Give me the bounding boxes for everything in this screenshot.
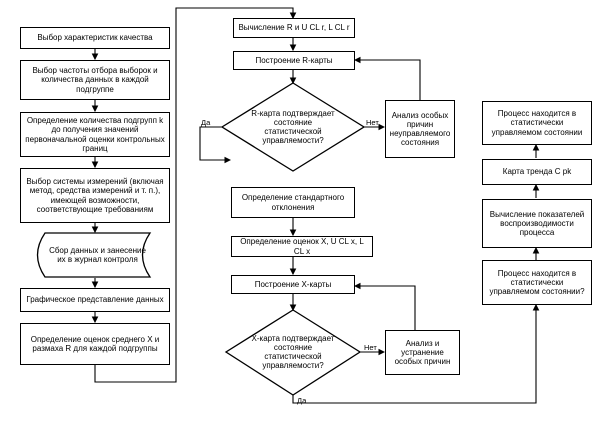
std-deviation-box: Определение стандартного отклонения	[231, 187, 355, 218]
data-collection-label: Сбор данных и занесение их в журнал конт…	[49, 245, 146, 264]
capability-calc-box: Вычисление показателей воспроизводимости…	[482, 199, 592, 248]
process-controlled-box: Процесс находится в статистически управл…	[482, 101, 592, 145]
quality-characteristics-box: Выбор характеристик качества	[20, 27, 170, 49]
x-yes-label: Да	[297, 396, 307, 405]
r-yes-label: Да	[201, 118, 211, 127]
calc-r-limits-box: Вычисление R и U CL r, L CL r	[233, 18, 355, 38]
graphical-representation-box: Графическое представление данных	[20, 288, 170, 312]
r-no-label: Нет	[366, 118, 379, 127]
build-r-chart-box: Построение R-карты	[233, 51, 355, 70]
subgroup-count-box: Определение количества подгрупп k до пол…	[20, 112, 170, 157]
x-no-label: Нет	[364, 343, 377, 352]
sampling-frequency-box: Выбор частоты отбора выборок и количеств…	[20, 60, 170, 100]
r-special-causes-box: Анализ особых причин неуправляемого сост…	[385, 100, 455, 158]
x-estimates-box: Определение оценок X, U CL x, L CL x	[231, 236, 373, 257]
r-chart-decision: R-карта подтверждает состояние статистич…	[251, 108, 335, 146]
build-x-chart-box: Построение X-карты	[231, 275, 355, 294]
mean-range-estimates-box: Определение оценок среднего X и размаха …	[20, 323, 170, 365]
x-special-causes-box: Анализ и устранение особых причин	[385, 330, 460, 375]
cpk-trend-box: Карта тренда C pk	[482, 159, 592, 185]
process-controlled-question-box: Процесс находится в статистически управл…	[482, 260, 592, 305]
x-chart-decision: X-карта подтверждает состояние статистич…	[251, 333, 335, 371]
measurement-system-box: Выбор системы измерений (включая метод, …	[20, 168, 170, 223]
